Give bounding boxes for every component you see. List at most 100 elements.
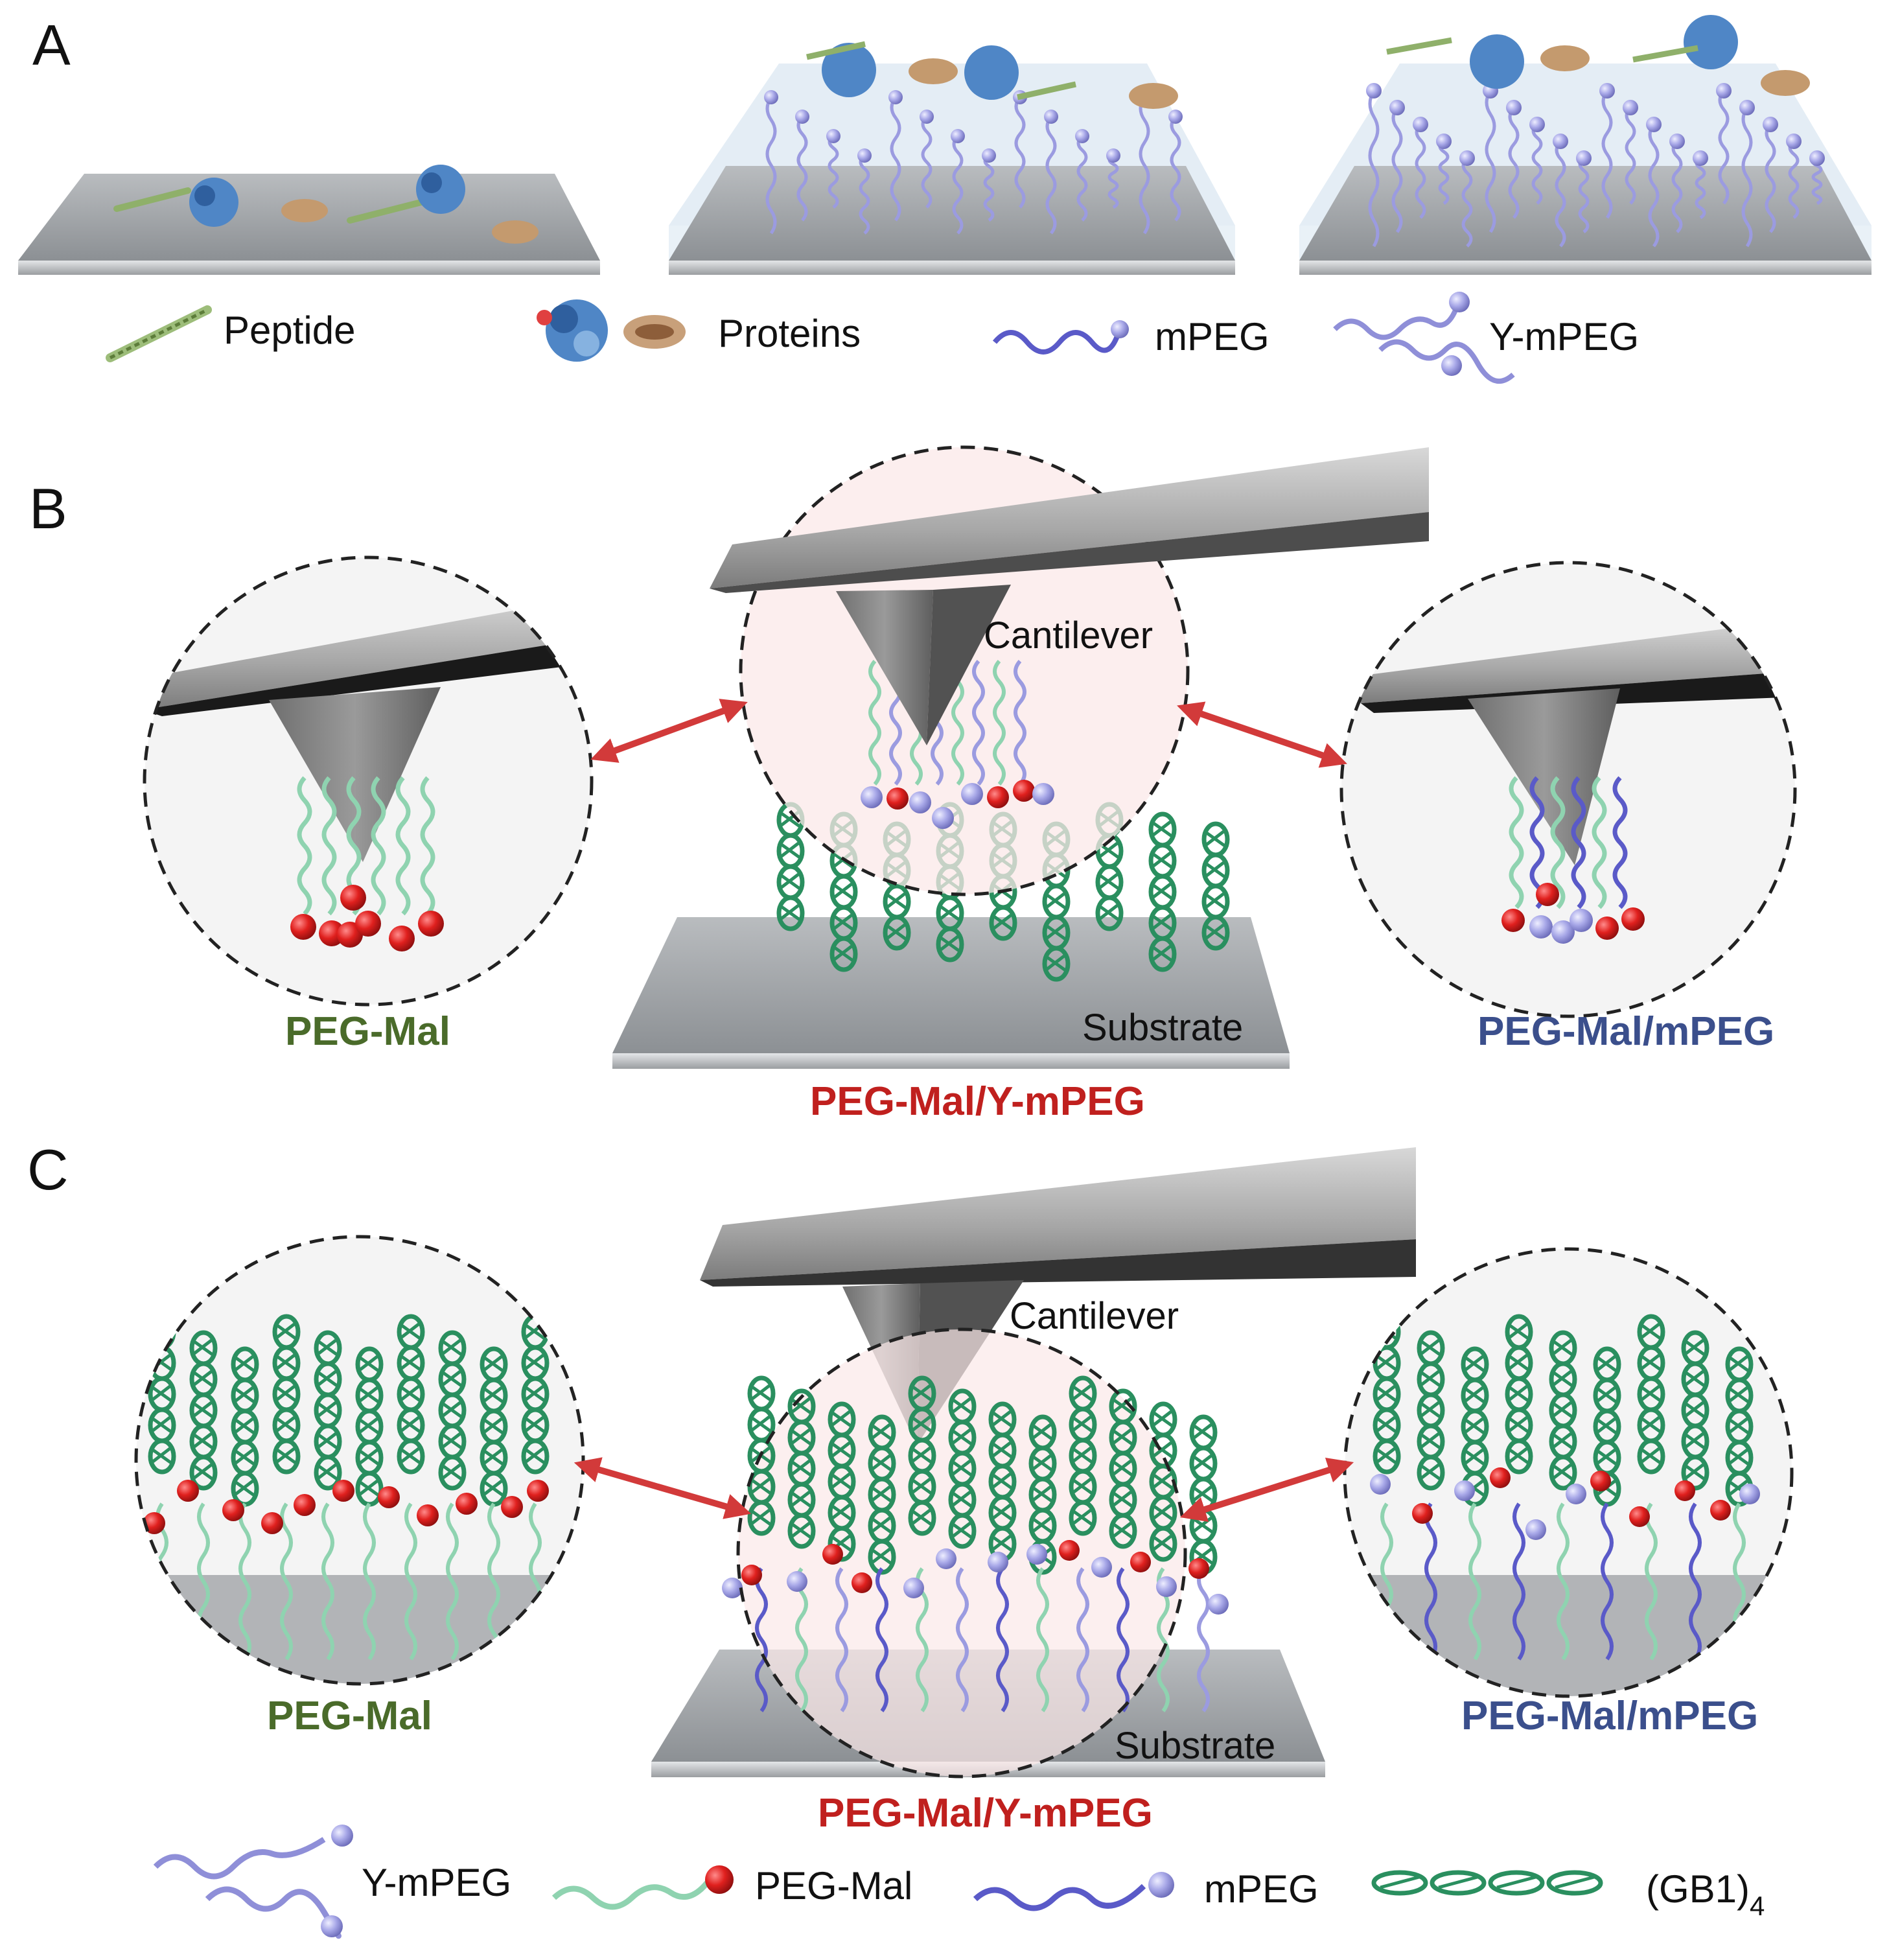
maleimide-bead	[389, 926, 415, 951]
maleimide-bead	[456, 1493, 478, 1515]
methoxy-bead	[1529, 117, 1545, 132]
gb1-stack-strand	[791, 1429, 812, 1446]
maleimide-bead	[294, 1494, 316, 1516]
panel-c-right-zoom	[1343, 1247, 1794, 1698]
ympeg-chain	[1531, 123, 1543, 205]
panel-c-left-label: PEG-Mal	[267, 1694, 432, 1738]
panel-c-center-zoom	[722, 1327, 1229, 1779]
panel-b-left-label: PEG-Mal	[285, 1009, 450, 1054]
gb1-stack-strand	[1597, 1418, 1617, 1435]
methoxy-bead	[936, 1548, 956, 1569]
ympeg-chain	[1718, 89, 1730, 205]
mixed-chain	[1076, 1567, 1089, 1712]
ympeg-chain	[1368, 89, 1380, 248]
mpeg-chain	[1107, 154, 1119, 209]
gb1-stack-strand	[152, 1447, 172, 1465]
gb1-stack-strand	[952, 1397, 973, 1415]
gb1-stack-strand	[1072, 1509, 1093, 1526]
gb1-stack-strand	[912, 1447, 933, 1464]
methoxy-bead	[1623, 100, 1638, 115]
methoxy-bead	[888, 90, 903, 104]
gb1-stack-strand	[525, 1447, 546, 1465]
maleimide-bead	[177, 1480, 199, 1502]
pegmal-chain	[363, 1502, 376, 1661]
mpeg-chain	[983, 154, 995, 222]
gb1-stack-strand	[1072, 1447, 1093, 1464]
methoxy-bead	[1599, 83, 1615, 99]
gb1-strand	[1380, 1875, 1420, 1889]
ympeg-chain	[1485, 89, 1496, 233]
gb1-stack-strand	[442, 1370, 463, 1388]
legend-peptide-label: Peptide	[224, 309, 356, 352]
gb1-stack-unit	[438, 1454, 467, 1491]
pegmal-icon	[551, 1865, 734, 1910]
methoxy-bead	[1370, 1474, 1391, 1495]
tip-chain	[993, 660, 1006, 786]
maleimide-bead	[1059, 1540, 1080, 1561]
pegmal-chain	[446, 1502, 459, 1661]
gb1-stack-strand	[1113, 1491, 1133, 1508]
ympeg-icon	[1333, 292, 1515, 384]
methoxy-bead	[1032, 783, 1054, 805]
ympeg-icon	[153, 1825, 353, 1939]
gb1-stack-strand	[483, 1386, 504, 1404]
methoxy-bead	[1553, 134, 1568, 149]
gb1-strand	[1496, 1875, 1536, 1889]
gb1-stack-strand	[992, 1535, 1013, 1552]
gb1-stack-strand	[1099, 904, 1120, 922]
panel-c-center-label: PEG-Mal/Y-mPEG	[818, 1791, 1153, 1836]
mpeg-icon	[992, 320, 1129, 355]
gb1-stack-strand	[276, 1416, 297, 1434]
gb1-stack-strand	[235, 1480, 255, 1497]
legend-c: Y-mPEG PEG-Mal mPEG (GB1)4	[153, 1825, 1765, 1939]
gb1-stack-strand	[751, 1384, 772, 1402]
ympeg-chain	[1508, 106, 1520, 219]
gb1-stack-strand	[442, 1432, 463, 1450]
tip-chain	[868, 660, 881, 786]
gb1-stack-unit	[1637, 1438, 1665, 1475]
gb1-stack-strand	[1205, 924, 1226, 941]
gb1-stack-strand	[887, 892, 907, 910]
mpeg-chain	[828, 135, 839, 209]
gb1-stack-strand	[318, 1370, 338, 1388]
gb1-stack-strand	[276, 1447, 297, 1465]
gb1-stack-strand	[940, 904, 960, 922]
methoxy-bead	[1091, 1557, 1112, 1578]
mixed-chain	[1571, 776, 1586, 909]
gb1-stack-unit	[314, 1454, 342, 1491]
gb1-stack-strand	[993, 914, 1014, 931]
protein-blob	[416, 165, 465, 214]
mixed-chain	[835, 1567, 848, 1712]
legend-c-mpeg-label: mPEG	[1204, 1867, 1319, 1911]
gb1-stack-strand	[400, 1447, 421, 1465]
gb1-stack-strand	[992, 1473, 1013, 1490]
protein-sheet	[492, 220, 539, 244]
gb1-stack-strand	[1597, 1355, 1617, 1373]
gb1-stack-strand	[1641, 1323, 1662, 1340]
ympeg-chain	[1391, 106, 1403, 233]
gb1-stack-strand	[359, 1355, 380, 1373]
mpeg-chain	[1014, 96, 1026, 209]
maleimide-bead	[887, 788, 909, 810]
mixed-chain	[875, 1567, 888, 1712]
gb1-stack-strand	[887, 924, 907, 941]
gb1-stack-strand	[751, 1478, 772, 1495]
gb1-stack-strand	[751, 1509, 772, 1526]
gb1-stack-strand	[1153, 1410, 1174, 1428]
gb1-unit	[1546, 1870, 1603, 1896]
protein-sheet	[281, 199, 328, 222]
gb1-stack-strand	[1641, 1385, 1662, 1403]
pegmal-chain	[371, 776, 386, 916]
gb1-stack-unit	[776, 895, 805, 931]
pegmal-chain	[238, 1502, 251, 1661]
ympeg-chain	[1625, 106, 1636, 205]
gb1-stack-strand	[1113, 1397, 1133, 1415]
protein-blob	[822, 43, 876, 97]
maleimide-bead	[222, 1499, 244, 1521]
mixed-chain	[1550, 776, 1566, 909]
gb1-stack-strand	[952, 1429, 973, 1446]
maleimide-bead	[417, 1504, 439, 1526]
gb1-stack-strand	[152, 1416, 172, 1434]
gb1-stack-strand	[400, 1354, 421, 1371]
